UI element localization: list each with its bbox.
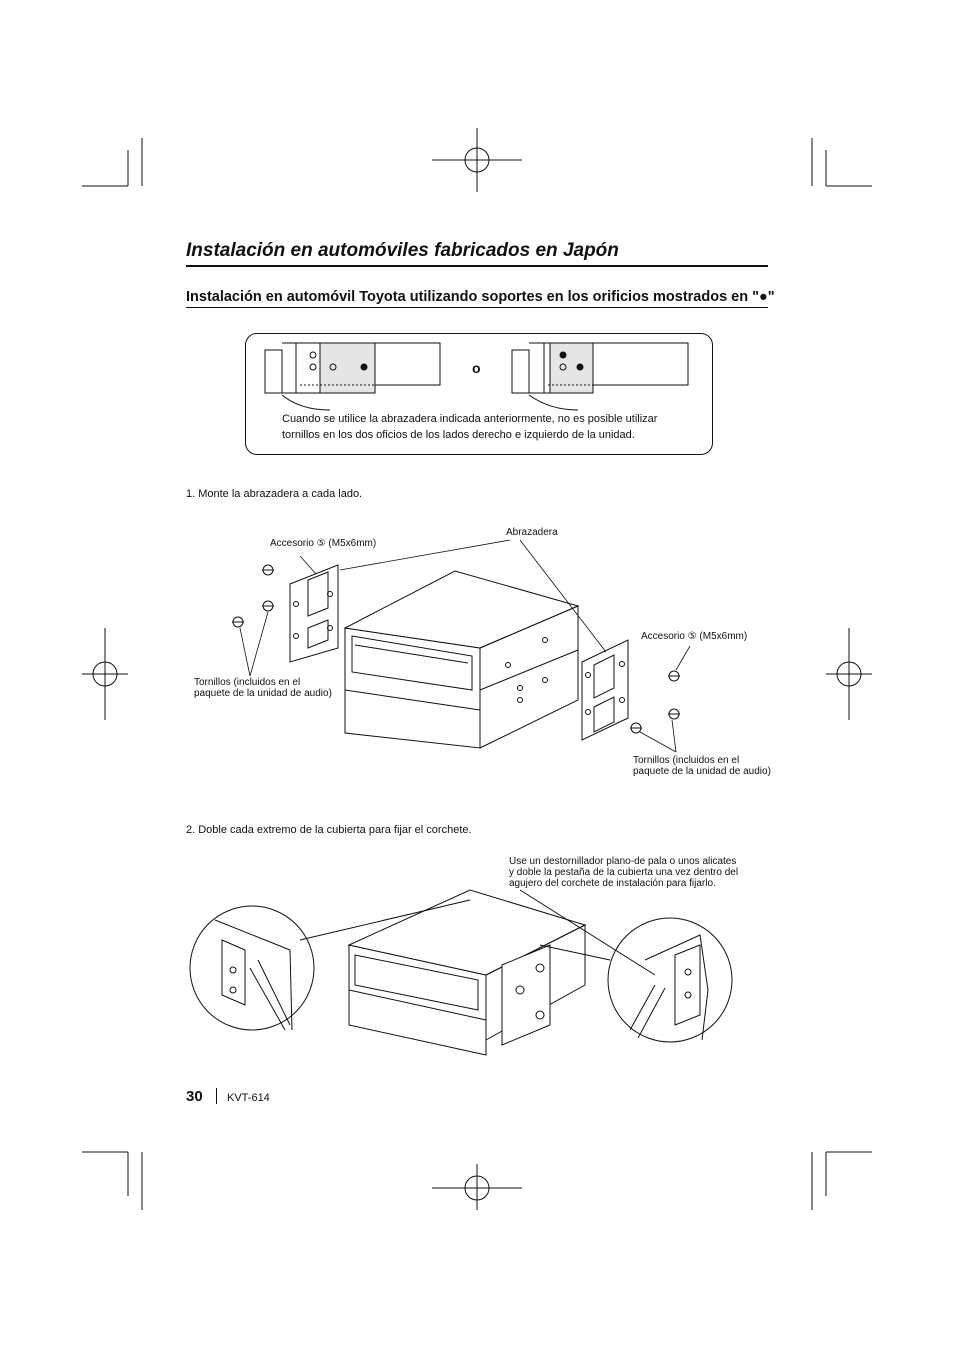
label-screws-left-line1: Tornillos (incluidos en el: [194, 677, 301, 688]
subtitle-rule: [186, 307, 768, 308]
step-1-text: 1. Monte la abrazadera a cada lado.: [186, 488, 363, 500]
label-screws-left-line2: paquete de la unidad de audio): [194, 688, 332, 699]
step-2-text: 2. Doble cada extremo de la cubierta par…: [186, 824, 472, 836]
bracket-diagram-right: [511, 342, 689, 411]
bracket-diagram-left: [264, 342, 441, 411]
model-name: KVT-614: [227, 1092, 270, 1104]
unit-illustration-1: [343, 570, 580, 749]
figure2-instruction-line1: Use un destornillador plano-de pala o un…: [509, 856, 737, 867]
label-screws-right-line2: paquete de la unidad de audio): [633, 766, 771, 777]
crop-mark-top-left: [82, 138, 143, 187]
figure2-instruction-line3: agujero del corchete de instalación para…: [509, 878, 716, 889]
magnified-detail-right: [519, 889, 733, 1043]
figure2-instruction: Use un destornillador plano-de pala o un…: [509, 856, 738, 889]
figure2-instruction-line2: y doble la pestaña de la cubierta una ve…: [509, 867, 739, 878]
note-text: Cuando se utilice la abrazadera indicada…: [282, 413, 658, 441]
note-box: [245, 333, 713, 455]
page-number: 30: [186, 1088, 203, 1105]
label-screws-right: Tornillos (incluidos en el paquete de la…: [633, 755, 771, 777]
crop-mark-bottom-left: [82, 1151, 143, 1210]
screw-icons-figure1: [232, 564, 680, 734]
bracket-left: [289, 564, 339, 663]
label-screws-right-line1: Tornillos (incluidos en el: [633, 755, 740, 766]
alternative-label: o: [472, 360, 481, 376]
unit-illustration-2: [347, 889, 587, 1056]
label-screws-left: Tornillos (incluidos en el paquete de la…: [194, 677, 332, 699]
registration-mark-right: [826, 628, 872, 720]
registration-mark-top: [432, 128, 522, 192]
bracket-right: [581, 639, 629, 741]
crop-mark-top-right: [811, 138, 872, 187]
leader-lines-figure1: [239, 539, 691, 753]
label-accessory-right: Accesorio ⑤ (M5x6mm): [641, 631, 748, 642]
page-title: Instalación en automóviles fabricados en…: [186, 240, 619, 261]
magnified-detail-left: [189, 899, 471, 1031]
section-subtitle: Instalación en automóvil Toyota utilizan…: [186, 289, 775, 305]
label-bracket: Abrazadera: [506, 527, 558, 538]
label-accessory-left: Accesorio ⑤ (M5x6mm): [270, 538, 377, 549]
page-number-separator: [216, 1088, 217, 1104]
crop-mark-bottom-right: [811, 1151, 872, 1210]
title-rule: [186, 265, 768, 267]
registration-mark-bottom: [432, 1164, 522, 1210]
registration-mark-left: [82, 628, 128, 720]
